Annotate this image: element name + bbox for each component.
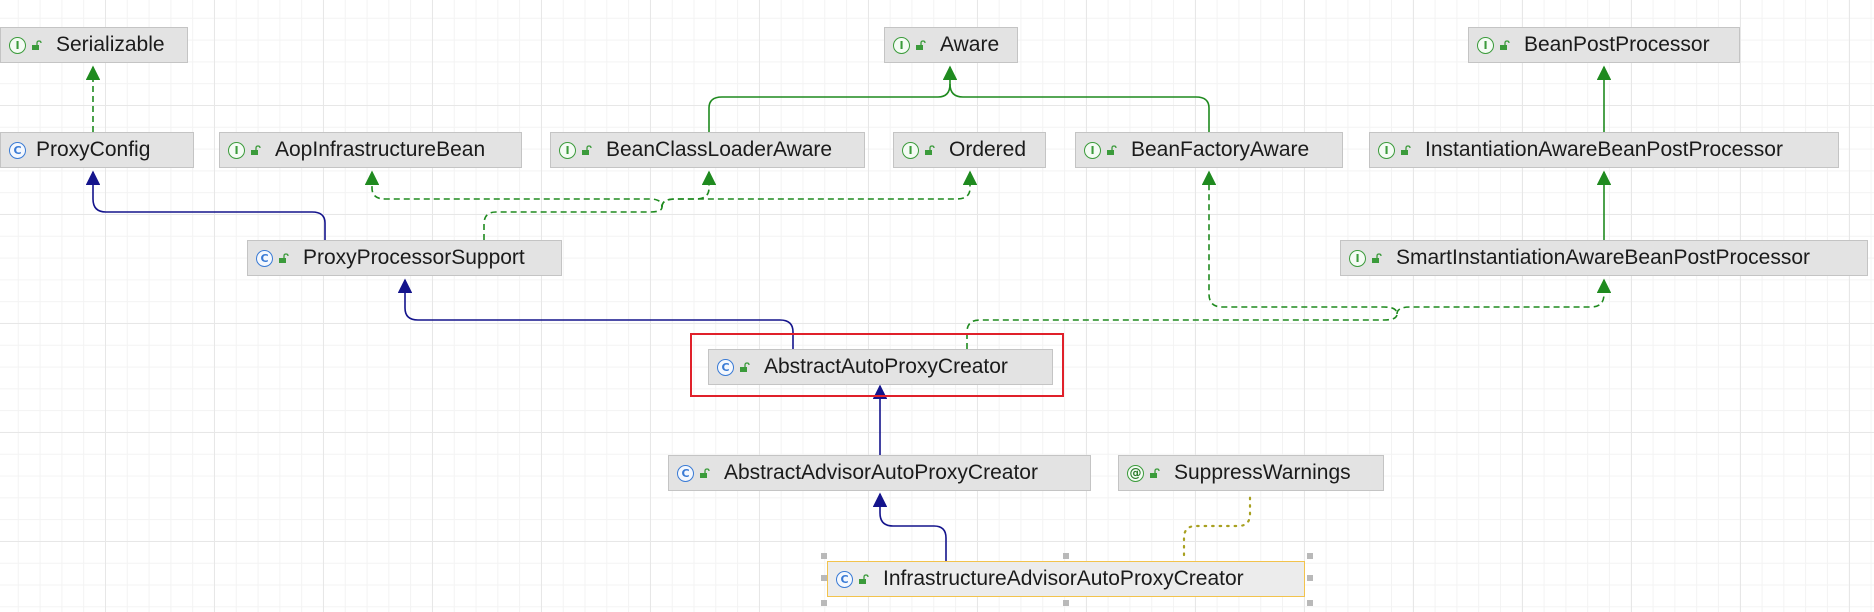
edge-proxy-processor-support-proxy-config [85, 170, 326, 240]
edge-proxy-processor-support-ordered [661, 170, 978, 208]
annotation-icon: @ [1127, 464, 1144, 482]
node-label: AbstractAutoProxyCreator [764, 355, 1008, 378]
edge-bean-factory-aware-aware [949, 83, 1210, 132]
unlocked-public-icon [1500, 39, 1510, 50]
node-label: AbstractAdvisorAutoProxyCreator [724, 461, 1038, 484]
resize-handle-top[interactable] [1063, 553, 1069, 559]
node-label: Serializable [56, 33, 165, 56]
edge-abstract-auto-proxy-creator-bean-factory-aware [966, 170, 1398, 349]
interface-icon: I [893, 36, 910, 54]
node-abstract-auto-proxy-creator[interactable]: C AbstractAutoProxyCreator [708, 349, 1053, 385]
edge-proxy-processor-support-bean-class-loader-aware [661, 170, 717, 208]
abstract-class-icon: C [717, 358, 734, 376]
resize-handle-bottom-left[interactable] [821, 600, 827, 606]
node-label: BeanFactoryAware [1131, 138, 1310, 161]
resize-handle-bottom-right[interactable] [1307, 600, 1313, 606]
unlocked-public-icon [582, 144, 592, 155]
node-bean-post-processor[interactable]: I BeanPostProcessor [1468, 27, 1740, 63]
class-icon: C [836, 570, 853, 588]
edge-infrastructure-advisor-auto-proxy-creator-abstract-advisor-auto-proxy-creator [872, 492, 947, 561]
unlocked-public-icon [32, 39, 42, 50]
node-label: Ordered [949, 138, 1027, 161]
interface-icon: I [1084, 141, 1101, 159]
unlocked-public-icon [740, 361, 750, 372]
node-label: ProxyProcessorSupport [303, 246, 525, 269]
edge-infrastructure-advisor-auto-proxy-creator-suppress-warnings [1182, 492, 1252, 557]
node-label: InstantiationAwareBeanPostProcessor [1425, 138, 1783, 161]
edge-abstract-auto-proxy-creator-proxy-processor-support [397, 278, 794, 349]
interface-icon: I [228, 141, 245, 159]
node-label: SmartInstantiationAwareBeanPostProcessor [1396, 246, 1810, 269]
highlight-frame [690, 333, 1064, 397]
edge-abstract-auto-proxy-creator-smart-bpp [1396, 278, 1612, 315]
node-aop-infrastructure-bean[interactable]: I AopInfrastructureBean [219, 132, 522, 168]
resize-handle-top-right[interactable] [1307, 553, 1313, 559]
unlocked-public-icon [859, 573, 869, 584]
resize-handle-top-left[interactable] [821, 553, 827, 559]
node-infrastructure-advisor-auto-proxy-creator[interactable]: C InfrastructureAdvisorAutoProxyCreator [827, 561, 1305, 597]
unlocked-public-icon [1150, 467, 1160, 478]
unlocked-public-icon [925, 144, 935, 155]
edge-bean-class-loader-aware-aware [708, 65, 958, 132]
class-icon: C [9, 141, 26, 159]
abstract-class-icon: C [256, 249, 273, 267]
node-ordered[interactable]: I Ordered [893, 132, 1046, 168]
edge-proxy-processor-support-aop-infrastructure-bean [364, 170, 663, 240]
unlocked-public-icon [251, 144, 261, 155]
unlocked-public-icon [1372, 252, 1382, 263]
node-label: ProxyConfig [36, 138, 151, 161]
resize-handle-left[interactable] [821, 575, 827, 581]
abstract-class-icon: C [677, 464, 694, 482]
unlocked-public-icon [916, 39, 926, 50]
node-instantiation-aware-bean-post-processor[interactable]: I InstantiationAwareBeanPostProcessor [1369, 132, 1839, 168]
node-label: Aware [940, 33, 1000, 56]
interface-icon: I [559, 141, 576, 159]
interface-icon: I [1349, 249, 1366, 267]
node-label: BeanClassLoaderAware [606, 138, 833, 161]
node-bean-factory-aware[interactable]: I BeanFactoryAware [1075, 132, 1343, 168]
node-suppress-warnings[interactable]: @ SuppressWarnings [1118, 455, 1384, 491]
interface-icon: I [1477, 36, 1494, 54]
interface-icon: I [1378, 141, 1395, 159]
node-label: SuppressWarnings [1174, 461, 1351, 484]
resize-handle-bottom[interactable] [1063, 600, 1069, 606]
unlocked-public-icon [1401, 144, 1411, 155]
unlocked-public-icon [1107, 144, 1117, 155]
node-proxy-processor-support[interactable]: C ProxyProcessorSupport [247, 240, 562, 276]
node-bean-class-loader-aware[interactable]: I BeanClassLoaderAware [550, 132, 865, 168]
node-smart-instantiation-aware-bean-post-processor[interactable]: I SmartInstantiationAwareBeanPostProcess… [1340, 240, 1868, 276]
unlocked-public-icon [279, 252, 289, 263]
node-serializable[interactable]: I Serializable [0, 27, 188, 63]
node-label: BeanPostProcessor [1524, 33, 1710, 56]
interface-icon: I [9, 36, 26, 54]
node-aware[interactable]: I Aware [884, 27, 1018, 63]
node-label: InfrastructureAdvisorAutoProxyCreator [883, 567, 1244, 590]
resize-handle-right[interactable] [1307, 575, 1313, 581]
node-abstract-advisor-auto-proxy-creator[interactable]: C AbstractAdvisorAutoProxyCreator [668, 455, 1091, 491]
node-label: AopInfrastructureBean [275, 138, 486, 161]
node-proxy-config[interactable]: C ProxyConfig [0, 132, 194, 168]
unlocked-public-icon [700, 467, 710, 478]
interface-icon: I [902, 141, 919, 159]
